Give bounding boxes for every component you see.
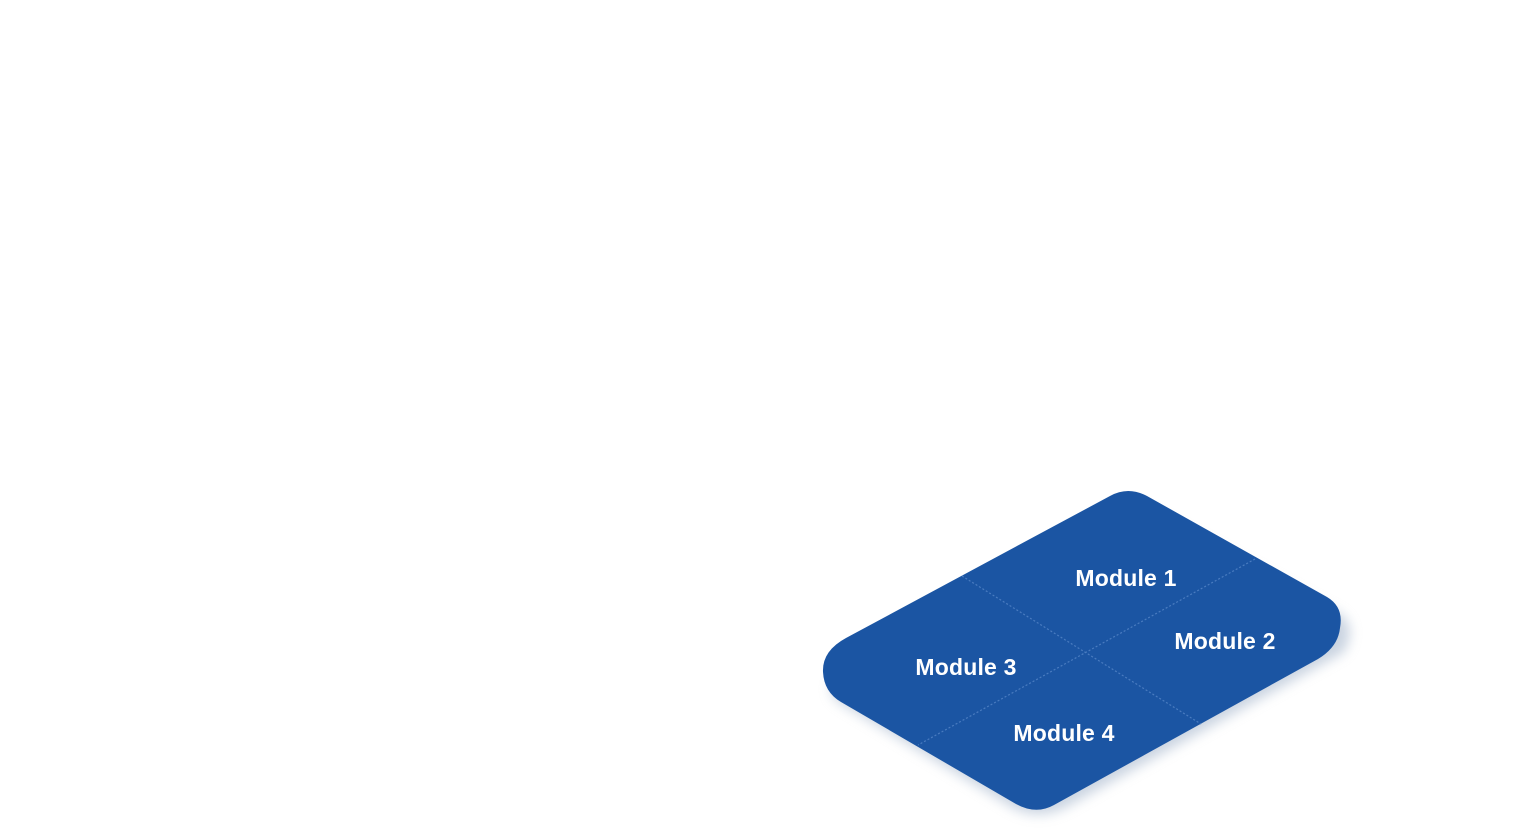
divider-line-b [917,558,1256,746]
module-2-label[interactable]: Module 2 [1174,628,1275,654]
module-1-label[interactable]: Module 1 [1075,565,1176,591]
divider-line-a [961,575,1202,725]
module-4-label[interactable]: Module 4 [1013,720,1114,746]
module-3-label[interactable]: Module 3 [915,654,1016,680]
